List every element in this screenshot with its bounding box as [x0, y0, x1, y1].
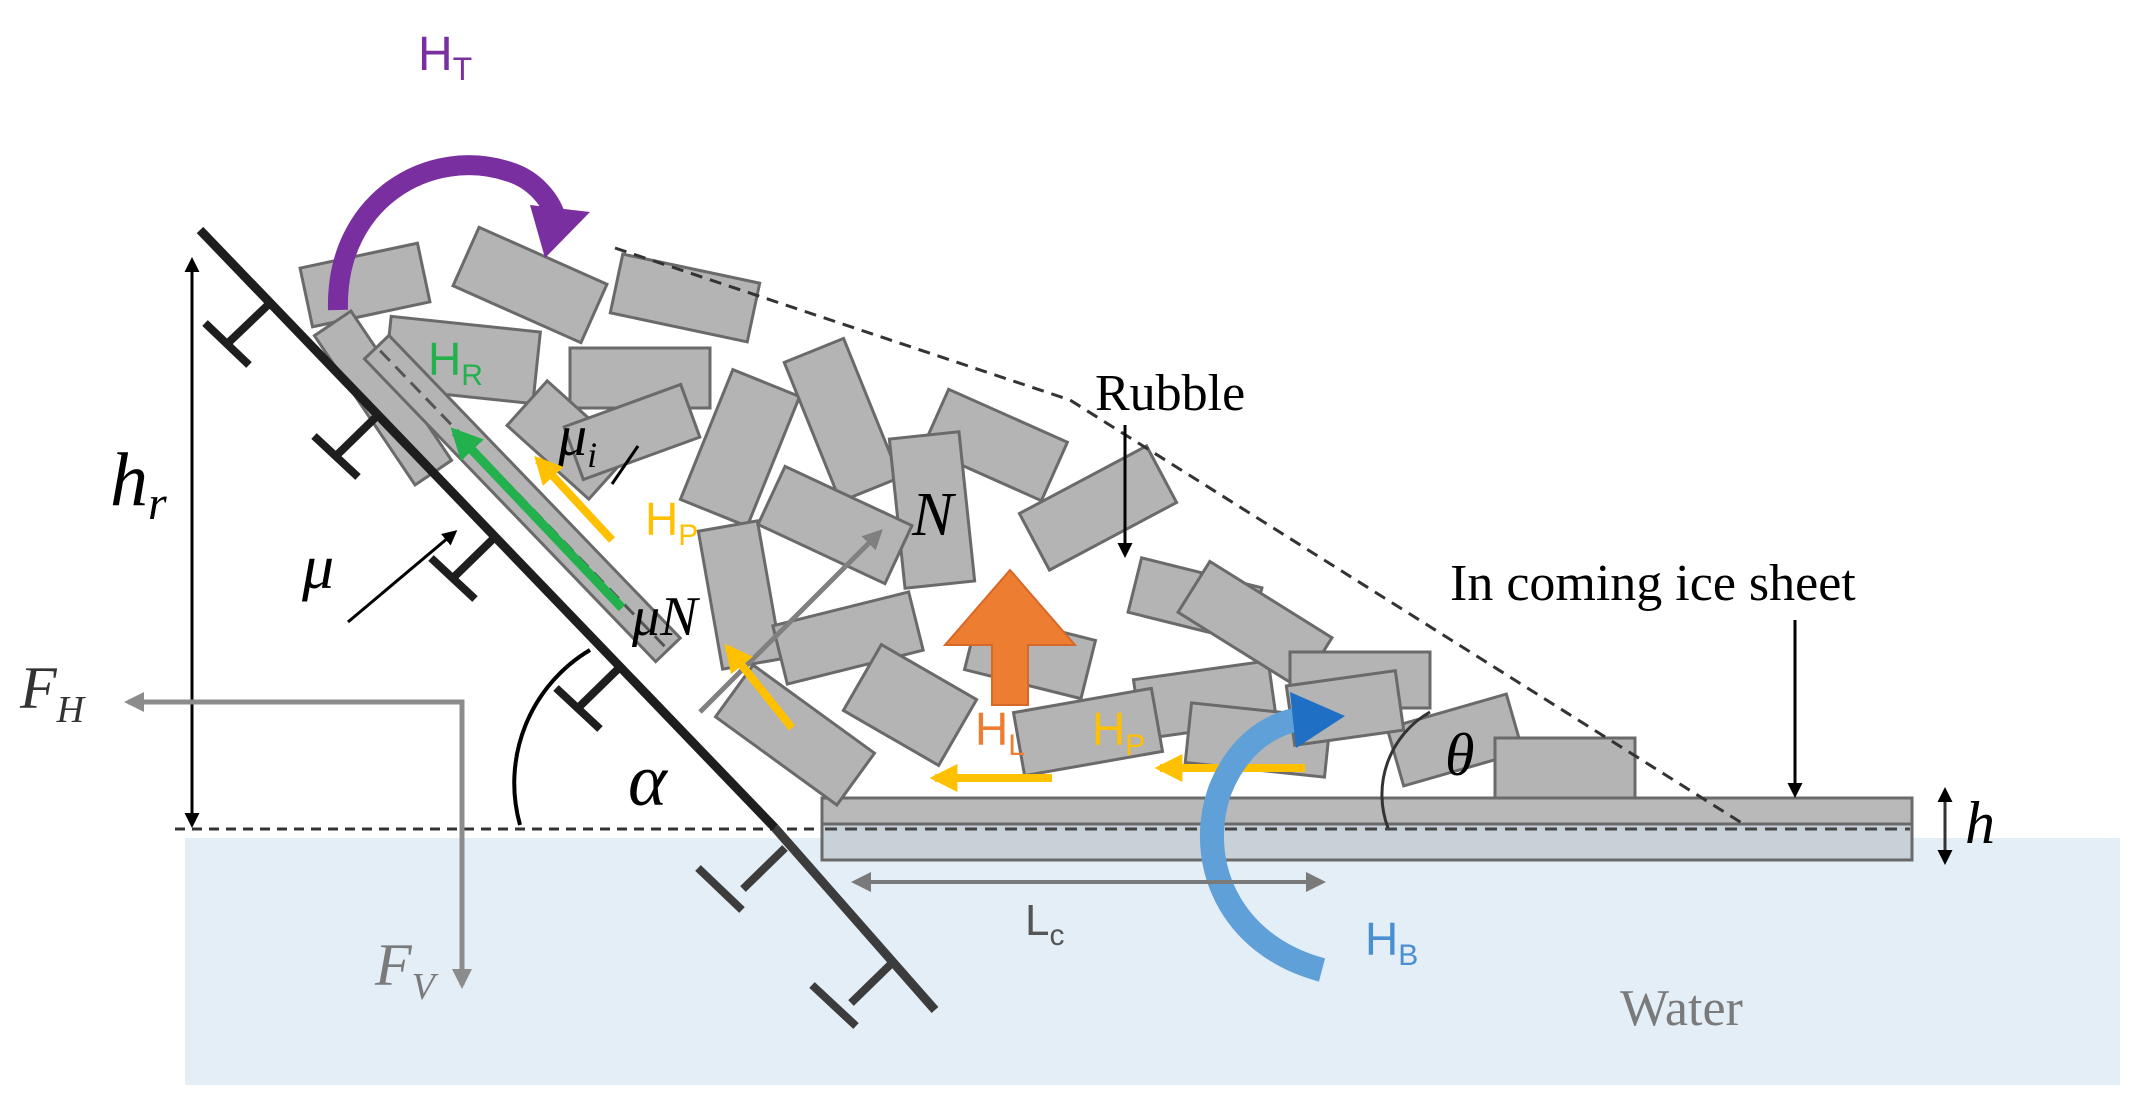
- theta-label: θ: [1445, 722, 1474, 788]
- h-r-force-label: HR: [428, 333, 483, 392]
- h-t-arrowhead: [530, 205, 590, 258]
- n-normal-arrow: [698, 529, 883, 714]
- mu-n-label: μN: [631, 586, 700, 648]
- ice-sheet: [820, 796, 1914, 862]
- f-h-arrow: [124, 692, 465, 828]
- h-t-curved-arrow: [327, 155, 565, 311]
- rubble-profile-outline: [614, 246, 1746, 827]
- water-region: [185, 838, 2120, 1085]
- h-r-label: hr: [110, 438, 167, 530]
- h-r-arrow: [450, 427, 626, 612]
- mu-label: μ: [301, 531, 334, 602]
- f-v-label: FV: [374, 932, 439, 1008]
- h-b-curved-arrow: [1200, 706, 1326, 982]
- h-l-label: HL: [975, 703, 1025, 762]
- theta-angle-arc: [1380, 710, 1431, 829]
- l-c-label: Lc: [1025, 896, 1064, 952]
- alpha-angle-arc: [512, 648, 592, 826]
- h-p-label-upper: HP: [645, 493, 698, 552]
- rubble-blocks: [298, 225, 1637, 808]
- mu-pointer-arrow: [347, 530, 458, 624]
- h-l-block-arrow: [942, 568, 1078, 706]
- h-b-label: HB: [1365, 913, 1418, 972]
- mu-i-pointer: [610, 445, 640, 485]
- water-label: Water: [1620, 980, 1743, 1037]
- ice-sheet-label: In coming ice sheet: [1450, 555, 1856, 612]
- h-p-arrow-lower-slope: [724, 643, 796, 731]
- h-p-label-lower: HP: [1092, 703, 1145, 762]
- n-label: N: [911, 481, 957, 549]
- h-b-arrowhead: [1290, 692, 1345, 748]
- alpha-label: α: [628, 740, 669, 822]
- h-p-arrow-upper: [534, 455, 615, 543]
- f-h-label: FH: [19, 655, 87, 731]
- h-thickness-label: h: [1965, 790, 1995, 856]
- rubble-label: Rubble: [1095, 365, 1245, 422]
- sloping-structure: [196, 226, 939, 1029]
- h-t-label: HT: [418, 28, 472, 87]
- mu-i-label: μi: [557, 403, 597, 475]
